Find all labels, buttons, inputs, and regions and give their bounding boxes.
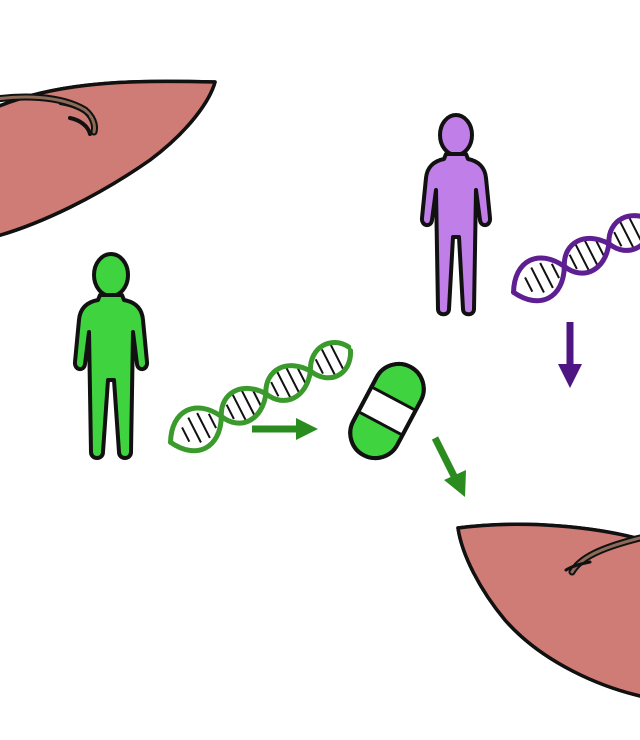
arrow-icon-purple-down: [558, 322, 582, 388]
capsule-icon: [348, 361, 426, 461]
dna-helix-icon-green: [168, 340, 354, 454]
arrow-icon-green-right: [252, 418, 318, 440]
sore-muscle-top-left: [0, 79, 217, 240]
nerve-bottom: [564, 534, 640, 576]
nerve-top: [0, 93, 98, 136]
dna-helix-icon-purple: [511, 213, 640, 304]
person-icon-green: [72, 252, 150, 460]
arrow-icon-green-down: [431, 436, 466, 497]
person-icon-purple: [419, 113, 493, 317]
muscle-bottom-right: [456, 522, 640, 702]
